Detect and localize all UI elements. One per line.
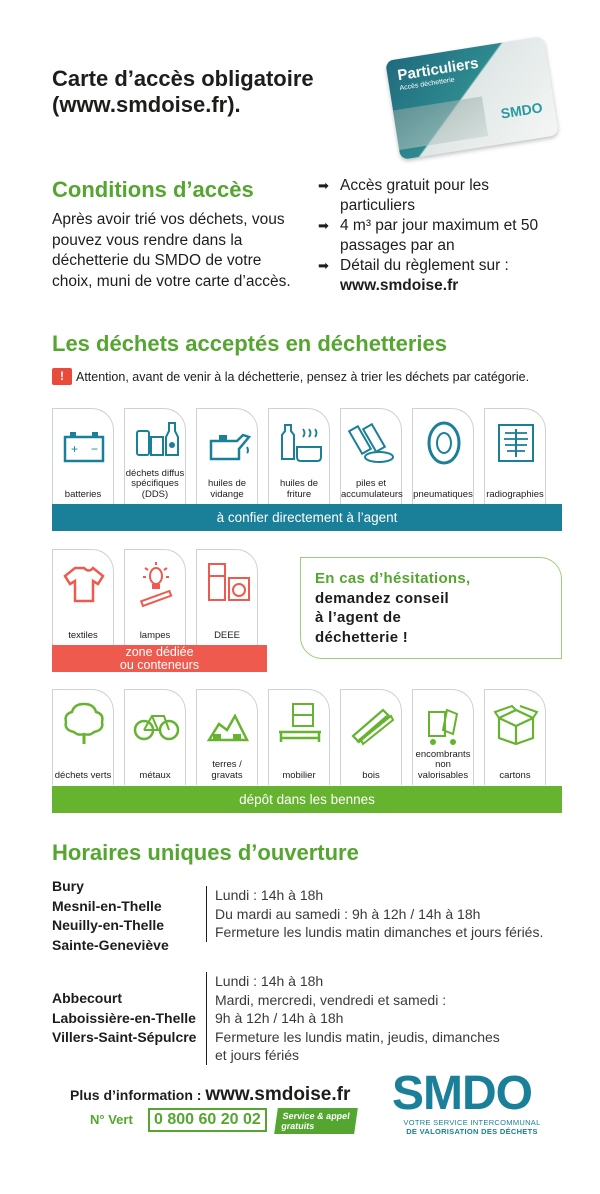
waste-tile-metals: métaux — [124, 689, 186, 785]
appliances-icon — [208, 563, 250, 601]
wood-planks-icon — [351, 708, 395, 746]
more-info-label: Plus d’information : — [70, 1087, 202, 1103]
cells-icon — [347, 422, 394, 463]
dedicated-zone-band: zone dédiée ou conteneurs — [52, 645, 267, 672]
tile-label: métaux — [139, 769, 171, 781]
frying-oil-icon — [281, 424, 322, 462]
schedule-group-2: Lundi : 14h à 18h Mardi, mercredi, vendr… — [206, 972, 500, 1065]
waste-tile-motor-oil: huiles de vidange — [196, 408, 258, 504]
waste-title: Les déchets acceptés en déchetteries — [52, 331, 447, 356]
oil-can-icon — [209, 433, 252, 461]
tile-label: pneumatiques — [413, 488, 473, 500]
tile-label: déchets diffus spécifiques (DDS) — [125, 467, 185, 500]
card-photo — [392, 96, 489, 151]
tile-label: mobilier — [282, 769, 316, 781]
tile-label: piles et accumulateurs — [341, 478, 403, 500]
tree-icon — [64, 702, 104, 744]
town: Laboissière-en-Thelle — [52, 1009, 196, 1026]
town: Sainte-Geneviève — [52, 936, 169, 953]
free-number-label: N° Vert — [90, 1112, 133, 1127]
access-card-title-line2: (www.smdoise.fr). — [52, 92, 241, 117]
town: Mesnil-en-Thelle — [52, 897, 162, 914]
lamp-icon — [139, 562, 173, 608]
conditions-link[interactable]: www.smdoise.fr — [340, 277, 459, 294]
town: Villers-Saint-Sépulcre — [52, 1029, 197, 1045]
arrow-icon: ➡ — [318, 218, 329, 233]
xray-icon — [498, 424, 534, 462]
chemical-bottles-icon — [136, 422, 179, 456]
warning-icon: ! — [52, 368, 72, 385]
hesitation-box: En cas d’hésitations, demandez conseil à… — [300, 557, 562, 659]
bulky-items-icon — [428, 708, 459, 745]
arrow-icon: ➡ — [318, 258, 329, 273]
town: Abbecourt — [52, 990, 122, 1006]
waste-tile-deee: DEEE — [196, 549, 258, 645]
waste-tile-batteries: +− batteries — [52, 408, 114, 504]
tile-label: encombrants non valorisables — [415, 748, 471, 781]
warning-text: Attention, avant de venir à la déchetter… — [76, 369, 530, 384]
tile-label: radiographies — [486, 488, 544, 500]
waste-tile-furniture: mobilier — [268, 689, 330, 785]
waste-tile-green-waste: déchets verts — [52, 689, 114, 785]
waste-tile-rubble: terres / gravats — [196, 689, 258, 785]
tile-label: huiles de friture — [279, 478, 319, 500]
battery-icon: +− — [63, 432, 105, 463]
access-card-title: Carte d’accès obligatoire (www.smdoise.f… — [52, 66, 382, 118]
towns-group-1: Bury Mesnil-en-Thelle Neuilly-en-Thelle … — [52, 877, 169, 955]
tile-label: bois — [362, 769, 380, 781]
waste-tile-xrays: radiographies — [484, 408, 546, 504]
skip-band: dépôt dans les bennes — [52, 786, 562, 813]
logo-wordmark: SMDO — [392, 1067, 533, 1120]
towns-group-2: Abbecourt Laboissière-en-Thelle Villers-… — [52, 989, 196, 1048]
cardboard-box-icon — [493, 704, 539, 746]
waste-tile-batteries-cells: piles et accumulateurs — [340, 408, 403, 504]
tile-label: DEEE — [214, 629, 240, 641]
waste-tile-frying-oil: huiles de friture — [268, 408, 330, 504]
tshirt-icon — [63, 566, 105, 603]
hours-title: Horaires uniques d’ouverture — [52, 840, 359, 865]
waste-tile-dds: déchets diffus spécifiques (DDS) — [124, 408, 186, 504]
conditions-text: Après avoir trié vos déchets, vous pouve… — [52, 211, 291, 290]
card-logo: SMDO — [499, 99, 544, 122]
schedule-group-1: Lundi : 14h à 18h Du mardi au samedi : 9… — [206, 886, 543, 942]
conditions-list: ➡Accès gratuit pour les particuliers ➡4 … — [318, 176, 548, 296]
tile-label: déchets verts — [54, 769, 112, 781]
arrow-icon: ➡ — [318, 178, 329, 193]
access-card-image: Particuliers Accès déchetterie SMDO — [385, 36, 559, 160]
waste-tile-bulky: encombrants non valorisables — [412, 689, 474, 785]
more-info: Plus d’information : www.smdoise.fr — [70, 1084, 350, 1106]
town: Neuilly-en-Thelle — [52, 917, 165, 933]
conditions-title: Conditions d’accès — [52, 177, 254, 202]
logo-tagline-1: VOTRE SERVICE INTERCOMMUNAL — [403, 1118, 541, 1127]
access-card-title-line1: Carte d’accès obligatoire — [52, 66, 314, 91]
conditions-bullet: ➡Accès gratuit pour les particuliers — [318, 177, 490, 214]
waste-tile-lamps: lampes — [124, 549, 186, 645]
svg-text:+: + — [71, 442, 78, 456]
tile-label: batteries — [64, 488, 102, 500]
waste-tile-cardboard: cartons — [484, 689, 546, 785]
svg-text:−: − — [91, 442, 98, 456]
free-phone-number[interactable]: 0 800 60 20 02 — [148, 1108, 267, 1132]
agent-band: à confier directement à l’agent — [52, 504, 562, 531]
free-service-tag: Service & appel gratuits — [274, 1108, 358, 1134]
smdo-logo: SMDO VOTRE SERVICE INTERCOMMUNAL DE VALO… — [392, 1067, 552, 1137]
rubble-icon — [206, 713, 250, 742]
waste-tile-tyres: pneumatiques — [412, 408, 474, 504]
tile-label: textiles — [68, 629, 98, 641]
furniture-icon — [279, 703, 321, 742]
bicycle-icon — [133, 715, 180, 741]
tile-label: cartons — [499, 769, 531, 781]
tile-label: terres / gravats — [211, 759, 243, 781]
logo-tagline-2: DE VALORISATION DES DÉCHETS — [406, 1127, 538, 1136]
more-info-link[interactable]: www.smdoise.fr — [205, 1084, 351, 1105]
conditions-bullet: ➡4 m³ par jour maximum et 50 passages pa… — [318, 217, 539, 254]
waste-tile-wood: bois — [340, 689, 402, 785]
tile-label: huiles de vidange — [207, 478, 247, 500]
warning-note: ! Attention, avant de venir à la déchett… — [52, 368, 572, 385]
town: Bury — [52, 878, 84, 894]
tyre-icon — [427, 421, 461, 465]
conditions-bullet: ➡Détail du règlement sur :www.smdoise.fr — [318, 257, 509, 294]
tile-label: lampes — [139, 629, 171, 641]
waste-tile-textiles: textiles — [52, 549, 114, 645]
